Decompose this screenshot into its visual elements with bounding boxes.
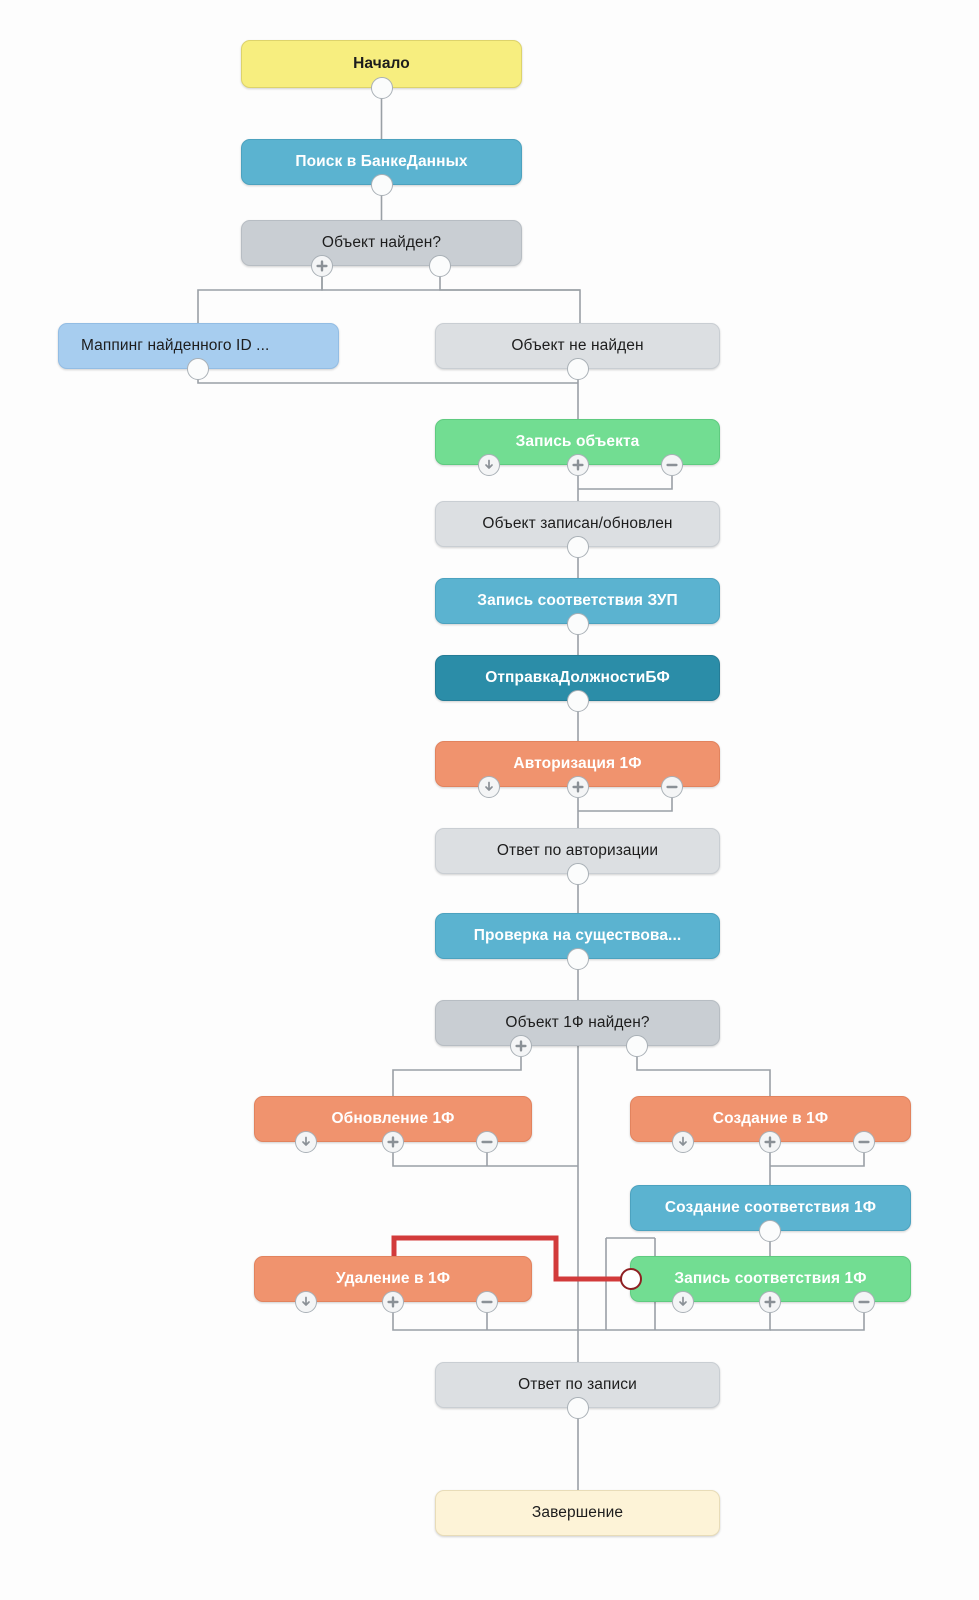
node-label: Создание в 1Ф [712, 1110, 829, 1127]
node-label: Объект 1Ф найден? [505, 1014, 650, 1031]
handle-circle-create-mapping[interactable] [759, 1220, 781, 1242]
handle-circle-search[interactable] [370, 174, 393, 196]
edge-create-minus [770, 1153, 865, 1167]
node-label: Ответ по записи [518, 1376, 637, 1393]
handle-circle-start[interactable] [370, 77, 393, 99]
handle-plus-delete-1f[interactable] [382, 1291, 404, 1313]
node-finish[interactable]: Завершение [435, 1490, 720, 1536]
handle-plus-write-object[interactable] [567, 454, 589, 476]
handle-circle-auth-response[interactable] [567, 863, 589, 885]
handle-plus-found-q[interactable] [311, 255, 333, 277]
arrow-down-icon[interactable] [478, 776, 500, 798]
node-label: Запись соответствия 1Ф [674, 1270, 867, 1287]
handle-minus-update-1f[interactable] [476, 1131, 498, 1153]
arrow-down-icon[interactable] [672, 1291, 694, 1313]
node-label: Удаление в 1Ф [335, 1270, 451, 1287]
handle-plus-update-1f[interactable] [382, 1131, 404, 1153]
node-object-not-found[interactable]: Объект не найден [435, 323, 720, 369]
node-label: ОтправкаДолжностиБФ [485, 669, 670, 686]
edge-foundq-split [321, 277, 580, 291]
arrow-down-icon[interactable] [295, 1131, 317, 1153]
handle-circle-send-position[interactable] [567, 690, 589, 712]
edge-writemap-minus [770, 1313, 865, 1331]
handle-plus-write-mapping[interactable] [759, 1291, 781, 1313]
handle-circle-write-response[interactable] [567, 1397, 589, 1419]
edge-writeobj-minus [578, 476, 673, 490]
edge-delete-down [392, 1313, 578, 1331]
handle-minus-write-mapping[interactable] [853, 1291, 875, 1313]
node-label: Ответ по авторизации [496, 842, 659, 859]
node-label: Завершение [531, 1504, 624, 1521]
node-label: Создание соответствия 1Ф [664, 1199, 877, 1216]
node-write-zup-mapping[interactable]: Запись соответствия ЗУП [435, 578, 720, 624]
handle-plus-create-1f[interactable] [759, 1131, 781, 1153]
handle-circle-existence-check[interactable] [567, 948, 589, 970]
node-label: Обновление 1Ф [331, 1110, 455, 1127]
handle-minus-write-object[interactable] [661, 454, 683, 476]
handle-circle-write-zup[interactable] [567, 613, 589, 635]
node-object-found-question[interactable]: Объект найден? [241, 220, 522, 266]
edge-update-down [392, 1153, 578, 1167]
node-label: Объект найден? [321, 234, 442, 251]
arrow-down-icon[interactable] [672, 1131, 694, 1153]
handle-circle-object-written[interactable] [567, 536, 589, 558]
node-label: Проверка на существова... [473, 927, 682, 944]
arrow-down-icon[interactable] [295, 1291, 317, 1313]
node-label: Запись объекта [515, 433, 640, 450]
highlight-edge-endpoint[interactable] [620, 1268, 642, 1290]
node-label: Авторизация 1Ф [513, 755, 642, 772]
arrow-down-icon[interactable] [478, 454, 500, 476]
handle-minus-delete-1f[interactable] [476, 1291, 498, 1313]
edge-auth-minus [578, 798, 673, 812]
edge-foundq-mapping [197, 277, 323, 323]
node-object-1f-found-question[interactable]: Объект 1Ф найден? [435, 1000, 720, 1046]
handle-circle-not-found[interactable] [567, 358, 589, 380]
handle-circle-found-1f-q-right[interactable] [626, 1035, 648, 1057]
node-label: Запись соответствия ЗУП [477, 592, 678, 609]
handle-minus-create-1f[interactable] [853, 1131, 875, 1153]
node-label: Объект записан/обновлен [482, 515, 673, 532]
edge-mapping-join [197, 369, 578, 384]
handle-plus-authorization[interactable] [567, 776, 589, 798]
handle-circle-found-q-right[interactable] [429, 255, 451, 277]
node-label: Начало [353, 55, 410, 72]
edge-found1fq-update [392, 1057, 522, 1096]
node-label: Маппинг найденного ID ... [81, 337, 270, 354]
edge-writemap-down [578, 1313, 771, 1331]
edge-found1fq-create [636, 1057, 771, 1096]
handle-minus-authorization[interactable] [661, 776, 683, 798]
edge-foundq-notfound [439, 277, 581, 323]
handle-circle-mapping[interactable] [187, 358, 209, 380]
handle-plus-found-1f-q[interactable] [510, 1035, 532, 1057]
node-label: Объект не найден [511, 337, 644, 354]
node-label: Поиск в БанкеДанных [295, 153, 468, 170]
